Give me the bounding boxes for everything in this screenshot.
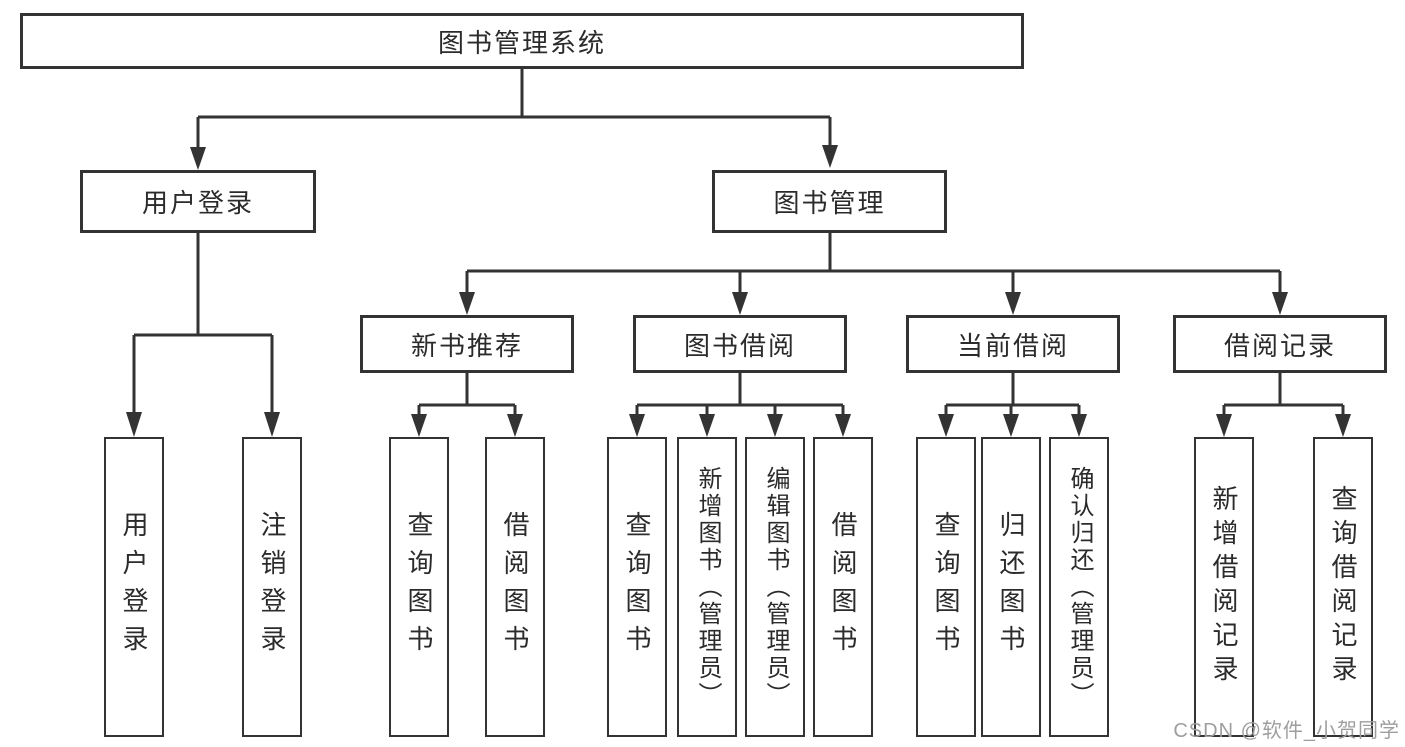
csdn-watermark: CSDN @软件_小贺同学 (1173, 720, 1400, 742)
leaf-logout-label: 注销登录 (257, 511, 287, 663)
node-library-management-system: 图书管理系统 (20, 13, 1024, 69)
node-borrow-records: 借阅记录 (1173, 315, 1387, 373)
leaf-confirm-return-admin-label: 确认归还（管理员） (1066, 465, 1093, 709)
leaf-add-book-admin-label: 新增图书（管理员） (694, 465, 721, 709)
leaf-query-books-borrowing: 查询图书 (607, 437, 667, 737)
node-current-borrowing: 当前借阅 (906, 315, 1120, 373)
leaf-borrow-books: 借阅图书 (813, 437, 873, 737)
leaf-borrow-books-recommend-label: 借阅图书 (500, 511, 530, 663)
leaf-query-books-current-label: 查询图书 (931, 511, 961, 663)
leaf-user-login: 用户登录 (104, 437, 164, 737)
leaf-add-borrow-record: 新增借阅记录 (1194, 437, 1254, 737)
leaf-confirm-return-admin: 确认归还（管理员） (1049, 437, 1109, 737)
leaf-edit-book-admin-label: 编辑图书（管理员） (762, 465, 789, 709)
leaf-add-book-admin: 新增图书（管理员） (677, 437, 737, 737)
leaf-query-books-borrowing-label: 查询图书 (622, 511, 652, 663)
leaf-logout: 注销登录 (242, 437, 302, 737)
leaf-query-borrow-record: 查询借阅记录 (1313, 437, 1373, 737)
leaf-query-books-recommend-label: 查询图书 (404, 511, 434, 663)
node-new-book-recommendation: 新书推荐 (360, 315, 574, 373)
node-book-borrowing: 图书借阅 (633, 315, 847, 373)
arrowheads (126, 145, 1351, 437)
leaf-borrow-books-label: 借阅图书 (828, 511, 858, 663)
leaf-query-books-recommend: 查询图书 (389, 437, 449, 737)
leaf-add-borrow-record-label: 新增借阅记录 (1209, 485, 1239, 689)
node-book-management: 图书管理 (712, 170, 947, 233)
node-user-login: 用户登录 (80, 170, 316, 233)
leaf-query-borrow-record-label: 查询借阅记录 (1328, 485, 1358, 689)
leaf-query-books-current: 查询图书 (916, 437, 976, 737)
leaf-return-books: 归还图书 (981, 437, 1041, 737)
leaf-return-books-label: 归还图书 (996, 511, 1026, 663)
leaf-borrow-books-recommend: 借阅图书 (485, 437, 545, 737)
leaf-user-login-label: 用户登录 (119, 511, 149, 663)
leaf-edit-book-admin: 编辑图书（管理员） (745, 437, 805, 737)
